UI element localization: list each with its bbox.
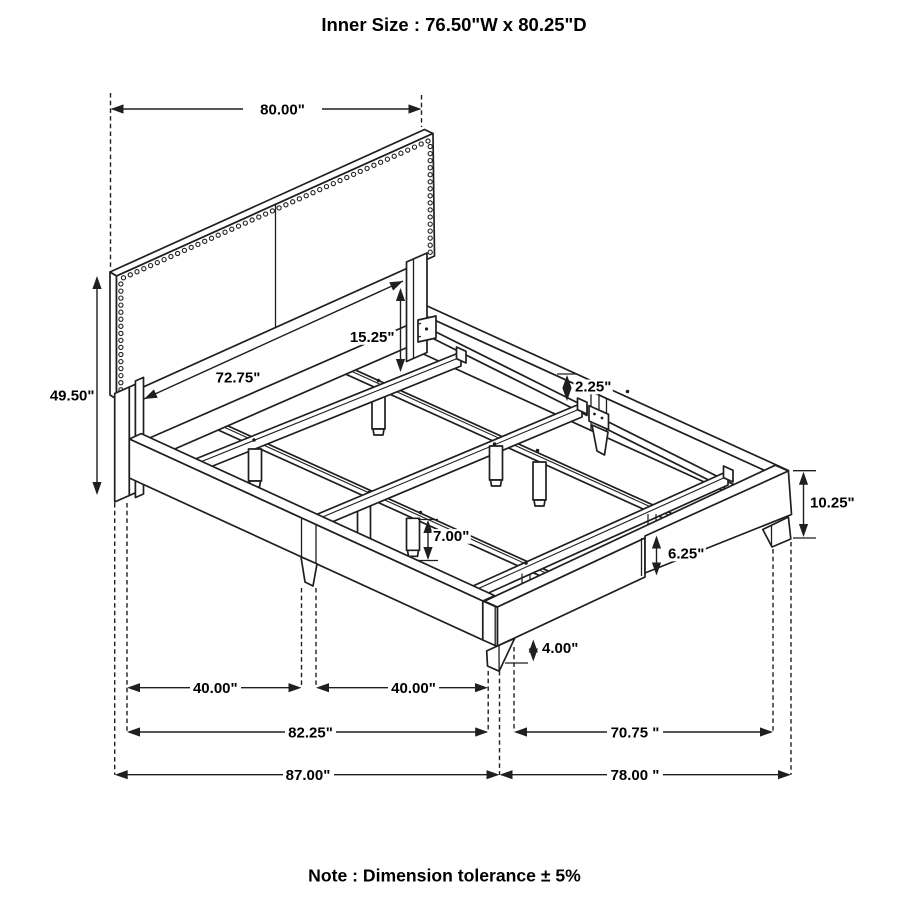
svg-text:70.75 ": 70.75 " (611, 724, 660, 741)
svg-text:87.00": 87.00" (286, 767, 331, 784)
svg-text:Inner Size : 76.50"W x 80.25"D: Inner Size : 76.50"W x 80.25"D (321, 14, 586, 35)
svg-text:80.00": 80.00" (260, 101, 305, 118)
svg-text:49.50": 49.50" (50, 387, 95, 404)
svg-text:Note : Dimension tolerance ± 5: Note : Dimension tolerance ± 5% (308, 865, 581, 885)
svg-text:6.25": 6.25" (668, 545, 704, 562)
svg-text:7.00": 7.00" (433, 528, 469, 545)
svg-text:2.25": 2.25" (575, 378, 611, 395)
svg-text:15.25": 15.25" (350, 329, 395, 346)
svg-text:10.25": 10.25" (810, 494, 855, 511)
svg-text:78.00 ": 78.00 " (611, 767, 660, 784)
svg-text:82.25": 82.25" (288, 724, 333, 741)
svg-text:40.00": 40.00" (391, 680, 436, 697)
svg-text:4.00": 4.00" (542, 640, 578, 657)
svg-text:40.00": 40.00" (193, 680, 238, 697)
svg-text:72.75": 72.75" (216, 369, 261, 386)
